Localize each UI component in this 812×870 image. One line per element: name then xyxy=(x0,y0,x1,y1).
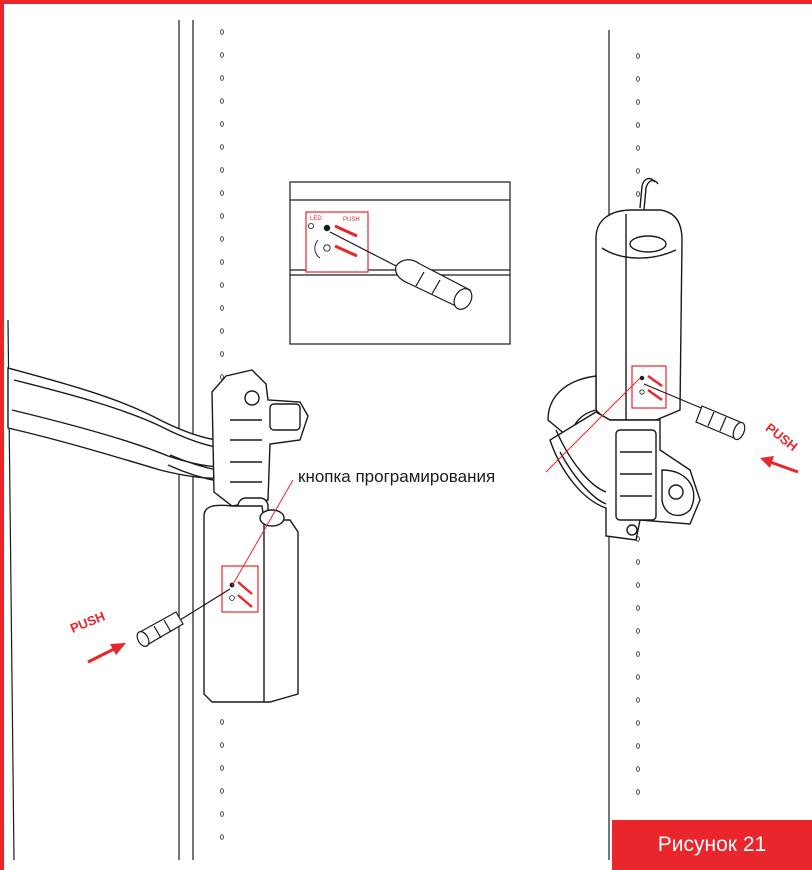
mounting-hole xyxy=(220,788,224,794)
push-arrow-left xyxy=(87,643,126,664)
figure-label: Рисунок 21 xyxy=(612,820,812,870)
mounting-hole xyxy=(636,605,640,611)
mounting-hole xyxy=(220,29,224,35)
mounting-hole xyxy=(636,53,640,59)
mounting-hole xyxy=(636,651,640,657)
mounting-hole xyxy=(636,76,640,82)
mounting-hole xyxy=(636,99,640,105)
mounting-hole xyxy=(220,742,224,748)
mounting-hole xyxy=(636,789,640,795)
mounting-hole xyxy=(636,559,640,565)
inset-led-mark: LED xyxy=(310,216,322,222)
programming-button-callout: кнопка програмирования xyxy=(298,467,496,486)
right-hinge xyxy=(547,375,701,541)
mounting-hole xyxy=(220,213,224,219)
mounting-hole xyxy=(220,834,224,840)
mounting-hole xyxy=(220,190,224,196)
mounting-hole xyxy=(636,674,640,680)
mounting-hole xyxy=(636,122,640,128)
mounting-hole xyxy=(636,628,640,634)
mounting-hole xyxy=(636,145,640,151)
mounting-hole xyxy=(220,259,224,265)
mounting-hole xyxy=(220,374,224,380)
mounting-hole xyxy=(220,52,224,58)
inset-screwdriver xyxy=(329,231,473,310)
mounting-hole xyxy=(636,720,640,726)
mounting-hole xyxy=(220,305,224,311)
mounting-hole xyxy=(220,811,224,817)
mounting-hole xyxy=(220,167,224,173)
mounting-hole xyxy=(220,75,224,81)
mounting-hole xyxy=(636,168,640,174)
mounting-hole xyxy=(220,719,224,725)
mounting-hole xyxy=(220,282,224,288)
right-control-panel xyxy=(631,365,667,409)
left-hinge xyxy=(211,369,309,529)
mounting-hole xyxy=(220,351,224,357)
mounting-hole xyxy=(636,766,640,772)
mounting-hole xyxy=(220,236,224,242)
mounting-hole xyxy=(220,328,224,334)
mounting-hole xyxy=(220,98,224,104)
right-screwdriver xyxy=(643,383,746,441)
left-control-panel xyxy=(221,565,259,613)
mounting-hole xyxy=(636,697,640,703)
mounting-hole xyxy=(636,191,640,197)
push-arrow-right xyxy=(760,456,799,474)
mounting-hole xyxy=(636,582,640,588)
mounting-hole xyxy=(220,144,224,150)
left-screwdriver xyxy=(136,588,231,647)
mounting-hole xyxy=(636,743,640,749)
callout-leaders xyxy=(231,377,641,587)
inset-push-mark: PUSH xyxy=(343,217,360,223)
mounting-hole xyxy=(220,765,224,771)
inset-control-panel: LED PUSH xyxy=(305,211,369,273)
mounting-hole xyxy=(220,121,224,127)
